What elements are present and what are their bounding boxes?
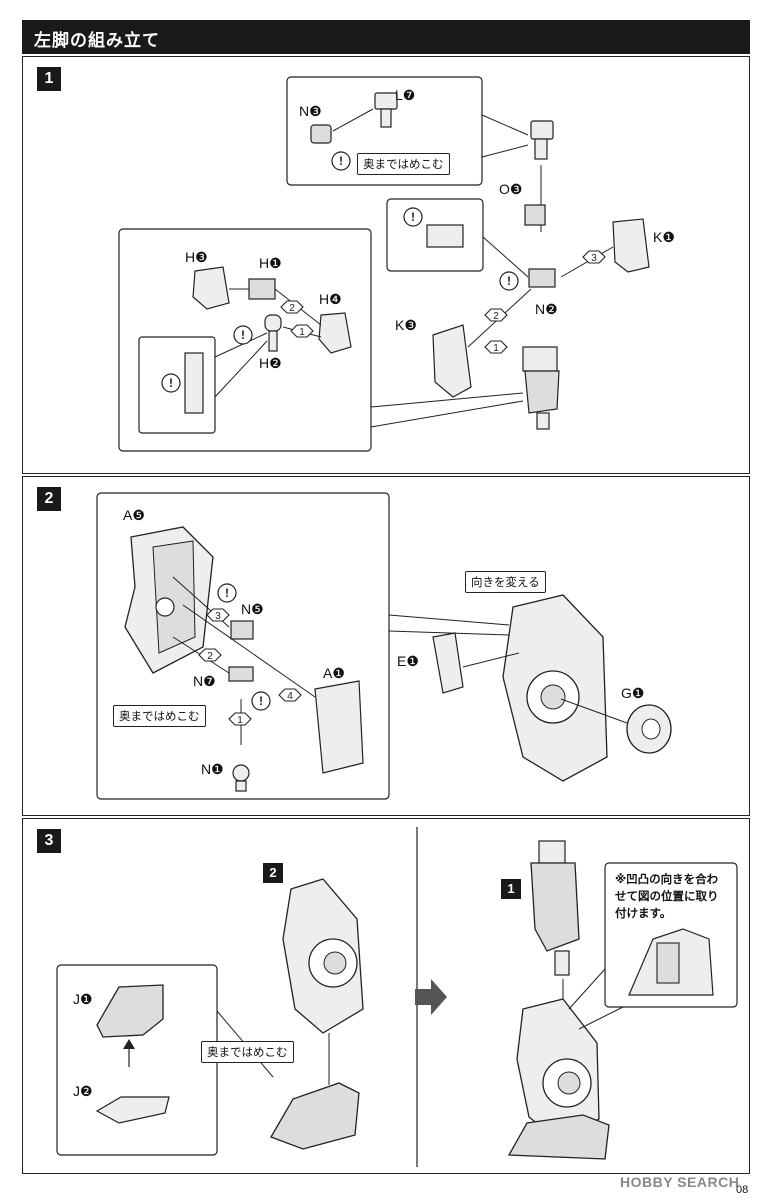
step-number: 2 <box>37 487 61 511</box>
label-l7: L❼ <box>395 87 416 103</box>
label-h2: H❷ <box>259 355 282 371</box>
step-number: 1 <box>37 67 61 91</box>
label-n7: N❼ <box>193 673 216 689</box>
svg-text:2: 2 <box>493 311 499 322</box>
step-number: 3 <box>37 829 61 853</box>
svg-text:!: ! <box>241 328 245 342</box>
step-2-illustration: !! 3 2 1 4 <box>96 492 672 800</box>
svg-text:4: 4 <box>287 691 293 702</box>
label-o3: O❸ <box>499 181 523 197</box>
label-h1: H❶ <box>259 255 282 271</box>
svg-text:!: ! <box>339 154 343 168</box>
label-h3: H❸ <box>185 249 208 265</box>
note-push-in: 奥まではめこむ <box>201 1041 294 1063</box>
page-number: 08 <box>736 1184 749 1196</box>
watermark: HOBBY SEARCH <box>620 1174 740 1190</box>
label-n1: N❶ <box>201 761 224 777</box>
svg-text:3: 3 <box>591 253 597 264</box>
svg-text:2: 2 <box>289 303 295 314</box>
label-n3: N❸ <box>299 103 322 119</box>
step-3-illustration <box>56 827 738 1167</box>
svg-text:3: 3 <box>215 611 221 622</box>
label-n5: N❺ <box>241 601 264 617</box>
warning-icon <box>161 151 519 393</box>
svg-text:!: ! <box>411 210 415 224</box>
svg-text:1: 1 <box>299 327 305 338</box>
caution-note: ※凹凸の向きを合わせて図の位置に取り付けます。 <box>615 872 719 920</box>
svg-text:!: ! <box>225 586 229 600</box>
note-push-in: 奥まではめこむ <box>357 153 450 175</box>
label-a5: A❺ <box>123 507 145 523</box>
order-hexagon <box>280 250 606 354</box>
svg-text:!: ! <box>507 274 511 288</box>
svg-text:1: 1 <box>493 343 499 354</box>
label-k3: K❸ <box>395 317 417 333</box>
sub-step-1-badge: 1 <box>501 879 521 899</box>
step-2-panel: 2 !! <box>22 476 750 816</box>
step-3-panel: 3 J❶ J❷ 2 奥まではめこむ 1 ※凹凸の向 <box>22 818 750 1174</box>
label-k1: K❶ <box>653 229 675 245</box>
svg-text:1: 1 <box>237 715 243 726</box>
note-push-in: 奥まではめこむ <box>113 705 206 727</box>
page-title: 左脚の組み立て <box>34 31 160 51</box>
label-e1: E❶ <box>397 653 419 669</box>
page-header: 左脚の組み立て <box>22 20 750 54</box>
svg-text:2: 2 <box>207 651 213 662</box>
svg-text:!: ! <box>169 376 173 390</box>
label-j2: J❷ <box>73 1083 93 1099</box>
step-1-illustration: !!! !! 3 2 1 2 1 <box>118 76 650 452</box>
step-1-panel: 1 <box>22 56 750 474</box>
label-n2: N❷ <box>535 301 558 317</box>
note-turn-around: 向きを変える <box>465 571 546 593</box>
sub-step-2-badge: 2 <box>263 863 283 883</box>
label-j1: J❶ <box>73 991 93 1007</box>
label-g1: G❶ <box>621 685 645 701</box>
label-h4: H❹ <box>319 291 342 307</box>
svg-text:!: ! <box>259 694 263 708</box>
label-a1: A❶ <box>323 665 345 681</box>
